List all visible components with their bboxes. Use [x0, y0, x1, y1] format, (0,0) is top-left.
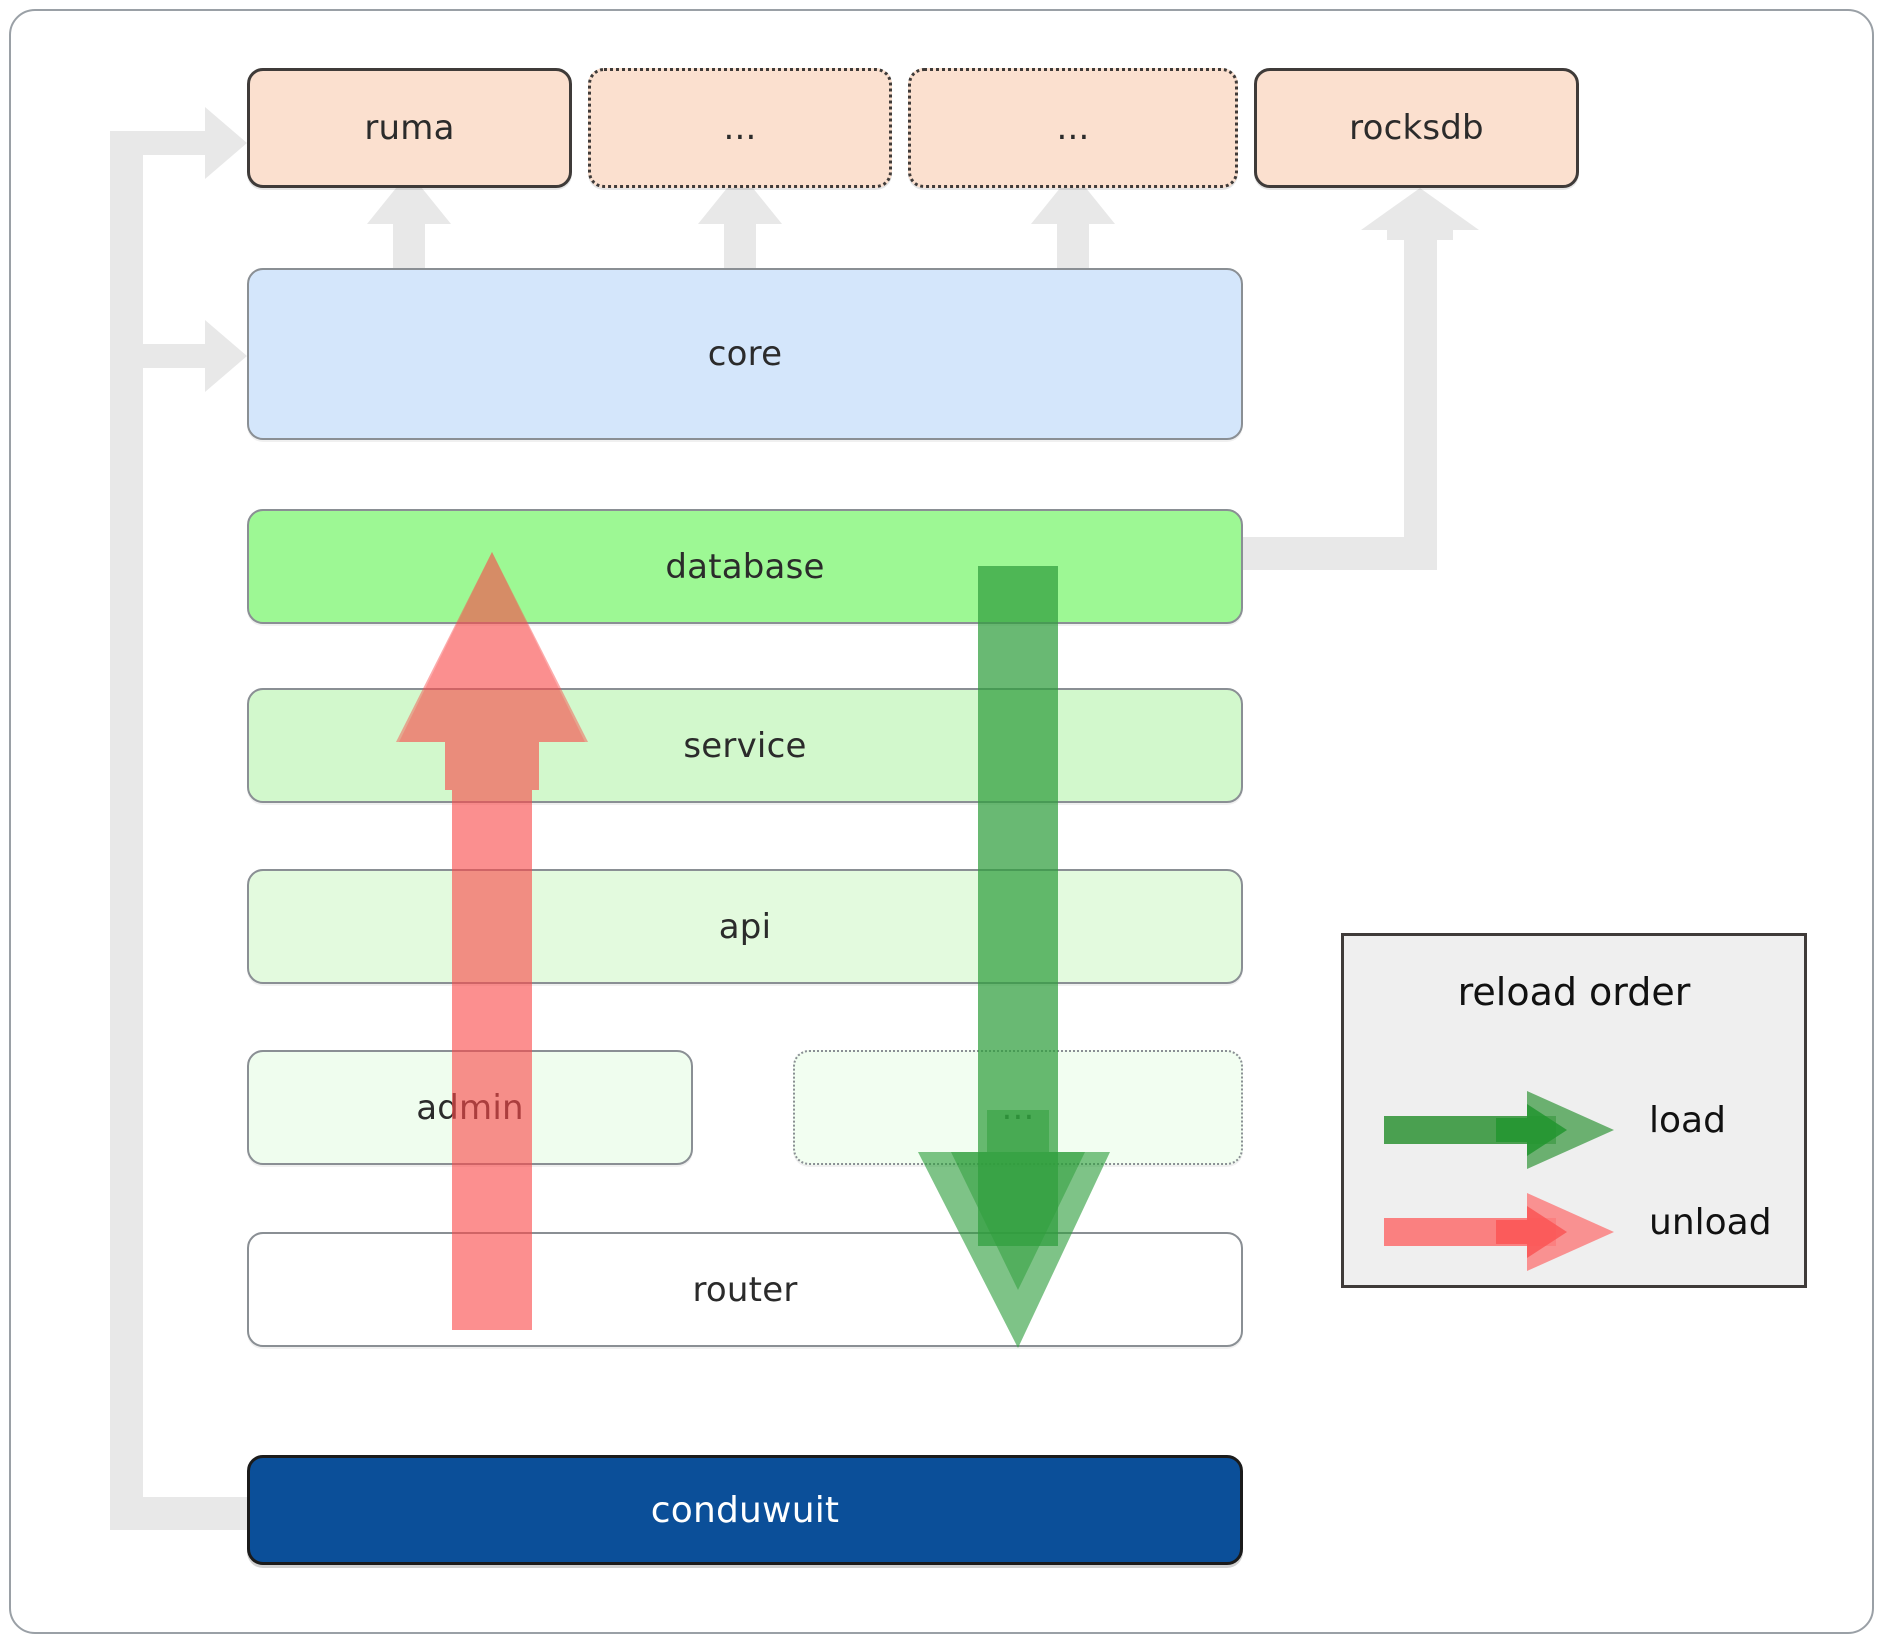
legend-label-load: load	[1649, 1100, 1726, 1141]
load-arrow-icon	[1384, 1091, 1614, 1169]
layer-label: router	[692, 1269, 798, 1310]
legend-title: reload order	[1457, 970, 1691, 1014]
unload-arrow-icon	[1384, 1193, 1614, 1271]
layer-label: api	[718, 906, 772, 947]
dependency-box-dots-b[interactable]: ...	[908, 68, 1238, 188]
root-box-conduwuit[interactable]: conduwuit	[247, 1455, 1243, 1565]
layer-box-api[interactable]: api	[247, 869, 1243, 984]
dependency-label: rocksdb	[1349, 108, 1484, 148]
layer-box-admin[interactable]: admin	[247, 1050, 693, 1165]
root-label: conduwuit	[650, 1489, 840, 1531]
layer-box-router[interactable]: router	[247, 1232, 1243, 1347]
layer-box-database[interactable]: database	[247, 509, 1243, 624]
layer-box-dots-c[interactable]: ...	[793, 1050, 1243, 1165]
dependency-box-rocksdb[interactable]: rocksdb	[1254, 68, 1579, 188]
layer-box-core[interactable]: core	[247, 268, 1243, 440]
dependency-box-dots-a[interactable]: ...	[588, 68, 892, 188]
legend-panel: reload order load unload	[1341, 933, 1807, 1288]
layer-label: core	[707, 334, 783, 374]
legend-label-unload: unload	[1649, 1202, 1772, 1243]
dependency-label: ruma	[364, 108, 455, 148]
layer-label: database	[665, 546, 825, 587]
dependency-label: ...	[723, 108, 757, 148]
layer-box-service[interactable]: service	[247, 688, 1243, 803]
layer-label: ...	[1001, 1087, 1035, 1128]
legend-row-unload: unload	[1384, 1186, 1772, 1276]
dependency-label: ...	[1056, 108, 1090, 148]
diagram-frame	[9, 9, 1874, 1634]
layer-label: admin	[416, 1087, 524, 1128]
dependency-box-ruma[interactable]: ruma	[247, 68, 572, 188]
layer-label: service	[683, 725, 807, 766]
legend-row-load: load	[1384, 1084, 1770, 1174]
